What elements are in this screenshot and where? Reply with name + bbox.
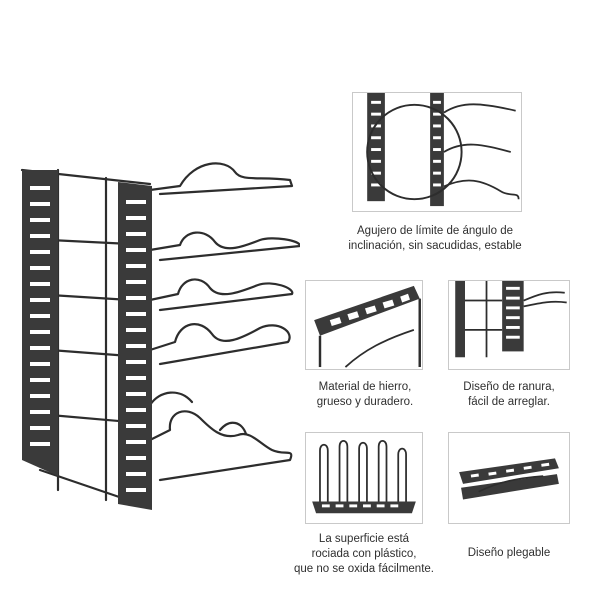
feature-caption-foldable: Diseño plegable [467, 547, 551, 559]
feature-caption-iron-material: Material de hierro, grueso y duradero. [316, 381, 414, 408]
feature-caption-tilt-limit: Agujero de límite de ángulo de inclinaci… [348, 225, 522, 252]
main-product-image [10, 150, 302, 530]
feature-panel-tilt-limit [352, 92, 522, 212]
feature-caption-slot-design: Diseño de ranura, fácil de arreglar. [463, 381, 555, 408]
feature-panel-foldable [448, 432, 570, 524]
feature-panel-plastic-coating [305, 432, 423, 524]
feature-caption-plastic-coating: La superficie está rociada con plástico,… [293, 533, 434, 575]
feature-panel-slot-design [448, 280, 570, 370]
feature-panel-iron-material [305, 280, 423, 370]
